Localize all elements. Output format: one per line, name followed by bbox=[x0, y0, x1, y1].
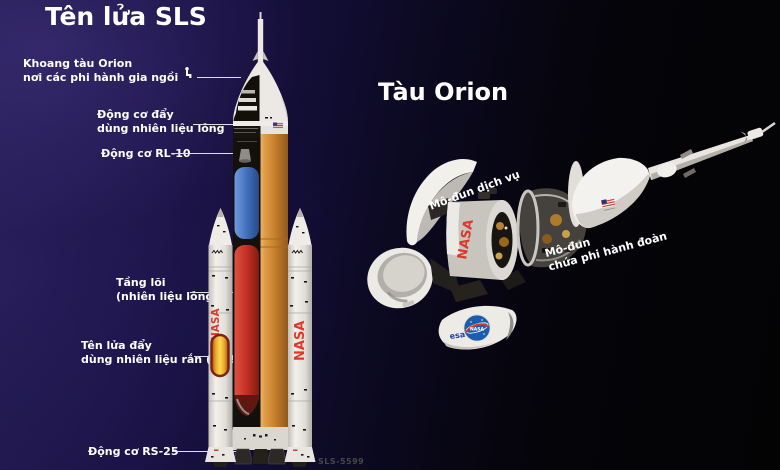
nasa-meatball-logo: NASA bbox=[463, 314, 491, 342]
launch-abort-tower bbox=[252, 12, 269, 63]
leader-line-orion-cabin bbox=[197, 77, 241, 78]
logo-panel: NASA esa bbox=[438, 305, 517, 350]
nasa-meatball-text: NASA bbox=[470, 327, 484, 333]
srb-right: NASA bbox=[284, 208, 316, 467]
label-core-stage: Tầng lõi (nhiên liệu lỏng) bbox=[116, 276, 218, 304]
launch-abort-system bbox=[568, 121, 776, 229]
label-liquid-engine: Động cơ đẩy dùng nhiên liệu lỏng bbox=[97, 108, 225, 136]
solar-array-bundle bbox=[428, 198, 526, 302]
label-core-line2: (nhiên liệu lỏng) bbox=[116, 290, 219, 303]
srb-fuel-cutaway bbox=[210, 333, 230, 378]
us-flag-icon bbox=[273, 122, 283, 129]
leader-line-rl10 bbox=[172, 153, 237, 154]
watermark: SLS-5599 bbox=[318, 457, 365, 466]
label-orion-cabin-line2: nơi các phi hành gia ngồi bbox=[23, 71, 179, 84]
rl10-engine bbox=[237, 141, 257, 163]
sls-section-title: Tên lửa SLS bbox=[45, 2, 207, 31]
engine-section bbox=[230, 427, 291, 465]
us-flag-icon-las bbox=[601, 197, 616, 211]
astronaut-icon bbox=[185, 67, 192, 78]
orion-exploded-illustration: NASA bbox=[367, 121, 776, 350]
leader-line-srb bbox=[194, 356, 221, 357]
nasa-worm-logo-service-module: NASA bbox=[455, 218, 477, 260]
label-orion-cabin-line1: Khoang tàu Orion bbox=[23, 57, 133, 70]
label-rl10: Động cơ RL-10 bbox=[101, 147, 191, 160]
core-aft-cutaway bbox=[233, 416, 261, 427]
label-liquid-engine-line2: dùng nhiên liệu lỏng bbox=[97, 122, 225, 135]
esa-logo: esa bbox=[449, 330, 466, 341]
label-srb-line1: Tên lửa đẩy bbox=[81, 339, 152, 352]
orion-capsule-section bbox=[233, 62, 288, 138]
nasa-worm-logo-left-srb: NASA bbox=[210, 308, 222, 341]
core-stage-orange-shell bbox=[260, 126, 288, 427]
service-module: NASA bbox=[446, 188, 518, 280]
orion-section-title: Tàu Orion bbox=[378, 78, 509, 106]
label-orion-cabin: Khoang tàu Orion nơi các phi hành gia ng… bbox=[23, 57, 192, 85]
rs25-engines bbox=[234, 448, 286, 465]
label-core-line1: Tầng lõi bbox=[116, 276, 166, 289]
srb-left: NASA bbox=[205, 208, 236, 467]
nasa-worm-logo-right-srb: NASA bbox=[293, 321, 308, 361]
icps-blue-tank bbox=[234, 167, 259, 239]
leader-line-liquid-engine bbox=[193, 124, 243, 125]
adapter-ring bbox=[367, 247, 433, 309]
label-liquid-engine-line1: Động cơ đẩy bbox=[97, 108, 174, 121]
label-rs25: Động cơ RS-25 bbox=[88, 445, 179, 458]
core-red-tank bbox=[234, 245, 259, 416]
sls-rocket-illustration: NASA bbox=[205, 12, 316, 467]
